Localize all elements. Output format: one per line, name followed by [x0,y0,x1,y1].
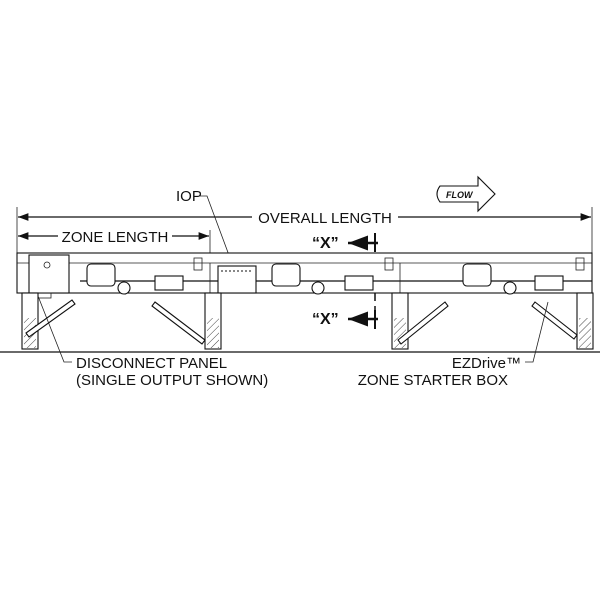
support-legs [21,292,594,350]
disconnect-panel [28,254,70,299]
zone-starter-boxes [154,257,585,291]
ezdrive-leader [525,301,549,363]
section-x-top: “X” [312,233,378,252]
disconnect-panel-sublabel: (SINGLE OUTPUT SHOWN) [76,372,268,389]
zone-starter-box-label: ZONE STARTER BOX [358,372,508,389]
section-x-bottom: “X” [312,310,378,329]
svg-text:“X”: “X” [312,235,339,252]
ezdrive-label: EZDrive™ [452,355,521,372]
overall-length-dimension: OVERALL LENGTH [16,207,593,255]
flow-arrow-icon: FLOW [436,175,496,213]
disconnect-panel-label: DISCONNECT PANEL [76,355,227,372]
zone-length-label: ZONE LENGTH [62,229,169,246]
svg-text:“X”: “X” [312,311,339,328]
iop-label: IOP [176,188,202,205]
disconnect-panel-leader [37,295,72,363]
iop-box [217,265,257,294]
iop-leader [200,195,234,267]
flow-label: FLOW [446,190,474,200]
motors [86,263,517,295]
overall-length-label: OVERALL LENGTH [258,210,392,227]
